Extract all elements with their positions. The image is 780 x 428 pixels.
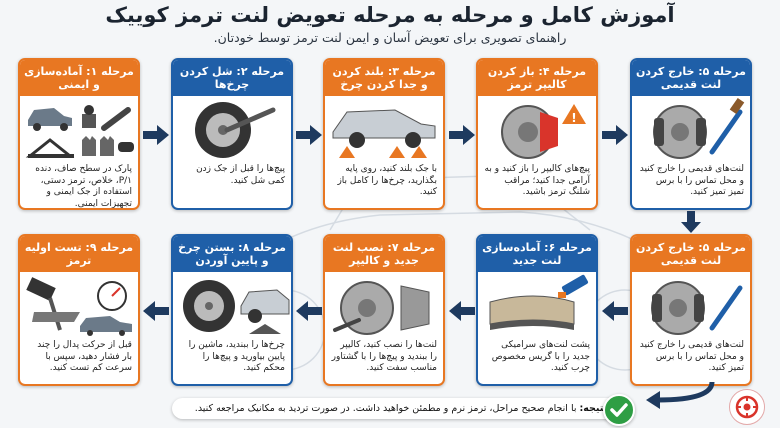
step-card-7: مرحله ۷: نصب لنت جدید و کالیپر لنت‌ها را… (323, 234, 445, 386)
arrow-row1-4 (602, 125, 628, 145)
wheel-icon (183, 280, 235, 332)
step-desc-9: قبل از حرکت پدال را چند بار فشار دهید، س… (37, 340, 132, 373)
arrow-row1-2 (296, 125, 322, 145)
step-header-2: مرحله ۲: شل کردن چرخ‌ها (173, 60, 291, 96)
brake-disc-icon (653, 105, 707, 159)
step-6-illustration (489, 274, 589, 330)
step-2-illustration (195, 102, 276, 158)
step-desc-5: لنت‌های قدیمی را خارج کنید و محل تماس را… (639, 164, 744, 197)
step-header-5: مرحله ۵: خارج کردن لنت قدیمی (632, 60, 750, 96)
gear-shift-icon (82, 105, 96, 128)
handbrake-icon (101, 107, 131, 131)
car-icon (332, 109, 436, 148)
step-card-5-repeat: مرحله ۵: خارج کردن لنت قدیمی لنت‌های قدی… (630, 234, 752, 386)
check-icon (603, 394, 635, 426)
step-desc-5-repeat: لنت‌های قدیمی را خارج کنید و محل تماس را… (639, 340, 744, 373)
brake-caliper-icon (400, 285, 430, 331)
brush-icon (709, 97, 745, 155)
step-header-1: مرحله ۱: آماده‌سازی و ایمنی (20, 60, 138, 96)
step-header-6: مرحله ۶: آماده‌سازی لنت جدید (478, 236, 596, 272)
arrow-row2-2 (449, 301, 475, 321)
arrow-row1-3 (449, 125, 475, 145)
step-header-7: مرحله ۷: نصب لنت جدید و کالیپر (325, 236, 443, 272)
jack-stand-icon (339, 146, 427, 158)
conclusion-text: با انجام صحیح مراحل، ترمز نرم و مطمئن خو… (194, 403, 577, 414)
jack-icon (249, 324, 281, 334)
car-icon (80, 316, 132, 336)
speedometer-icon (97, 281, 127, 311)
step-card-2: مرحله ۲: شل کردن چرخ‌ها پیچ‌ها را قبل از… (171, 58, 293, 210)
car-icon (240, 289, 290, 323)
step-card-1: مرحله ۱: آماده‌سازی و ایمنی پارک در سطح … (18, 58, 140, 210)
arrow-down (681, 211, 701, 233)
brake-pedal-icon (26, 277, 80, 331)
step-desc-7: لنت‌ها را نصب کنید، کالیپر را ببندید و پ… (331, 340, 437, 373)
warning-icon: ! (562, 104, 586, 125)
arrow-row2-1 (602, 301, 628, 321)
brake-pad-icon (654, 118, 706, 146)
brush-icon (709, 285, 743, 331)
car-icon (28, 108, 72, 131)
step-card-5: مرحله ۵: خارج کردن لنت قدیمی لنت‌های قدی… (630, 58, 752, 210)
step-desc-8: چرخ‌ها را ببندید، ماشین را پایین بیاورید… (188, 340, 285, 373)
brake-pad-icon (652, 294, 704, 322)
step-card-9: مرحله ۹: تست اولیه ترمز قبل از حرکت پدال… (18, 234, 140, 386)
step-header-4: مرحله ۴: باز کردن کالیپر ترمز (478, 60, 596, 96)
grease-tube-icon (558, 274, 589, 298)
step-5-repeat-illustration (651, 281, 743, 335)
arrow-row1-1 (143, 125, 169, 145)
logo-icon (729, 389, 765, 425)
wheel-icon (195, 102, 251, 158)
step-3-illustration (332, 109, 436, 158)
gloves-icon (82, 136, 114, 156)
step-header-3: مرحله ۳: بلند کردن و جدا کردن چرخ (325, 60, 443, 96)
svg-text:!: ! (571, 111, 576, 125)
step-header-9: مرحله ۹: تست اولیه ترمز (20, 236, 138, 272)
step-desc-6: پشت لنت‌های سرامیکی جدید را با گریس مخصو… (491, 340, 590, 373)
brake-pad-icon (489, 295, 575, 330)
arrow-row2-4 (143, 301, 169, 321)
brake-caliper-icon (540, 112, 558, 152)
step-1-illustration (25, 105, 134, 158)
goggles-icon (118, 142, 134, 152)
arrow-to-footer (646, 381, 715, 409)
step-header-5-repeat: مرحله ۵: خارج کردن لنت قدیمی (632, 236, 750, 272)
lug-wrench-icon (224, 107, 276, 133)
step-card-3: مرحله ۳: بلند کردن و جدا کردن چرخ با جک … (323, 58, 445, 210)
torque-wrench-icon (333, 318, 361, 332)
step-8-illustration (183, 280, 290, 334)
step-card-6: مرحله ۶: آماده‌سازی لنت جدید پشت لنت‌های… (476, 234, 598, 386)
conclusion-label: نتیجه: (579, 403, 608, 414)
page-title: آموزش کامل و مرحله به مرحله تعویض لنت تر… (105, 3, 675, 27)
step-9-illustration (26, 277, 132, 336)
step-5-illustration (653, 97, 745, 159)
arrow-row2-3 (296, 301, 322, 321)
jack-icon (25, 138, 75, 158)
step-card-4: مرحله ۴: باز کردن کالیپر ترمز ! پیچ‌های … (476, 58, 598, 210)
step-desc-2: پیچ‌ها را قبل از جک زدن کمی شل کنید. (196, 164, 285, 186)
step-card-8: مرحله ۸: بستن چرخ و پایین آوردن چرخ‌ها ر… (171, 234, 293, 386)
step-header-8: مرحله ۸: بستن چرخ و پایین آوردن (173, 236, 291, 272)
step-4-illustration: ! (501, 104, 586, 159)
step-desc-3: با جک بلند کنید، روی پایه بگذارید، چرخ‌ه… (337, 164, 437, 197)
page-subtitle: راهنمای تصویری برای تعویض آسان و ایمن لن… (213, 30, 567, 45)
step-desc-4: پیچ‌های کالیپر را باز کنید و به آرامی جد… (484, 164, 590, 197)
brake-disc-icon (651, 281, 705, 335)
conclusion-bar: نتیجه: با انجام صحیح مراحل، ترمز نرم و م… (172, 398, 630, 419)
step-7-illustration (333, 281, 430, 335)
step-desc-1: پارک در سطح صاف، دنده P/۱، خلاص، ترمز دس… (35, 164, 132, 209)
